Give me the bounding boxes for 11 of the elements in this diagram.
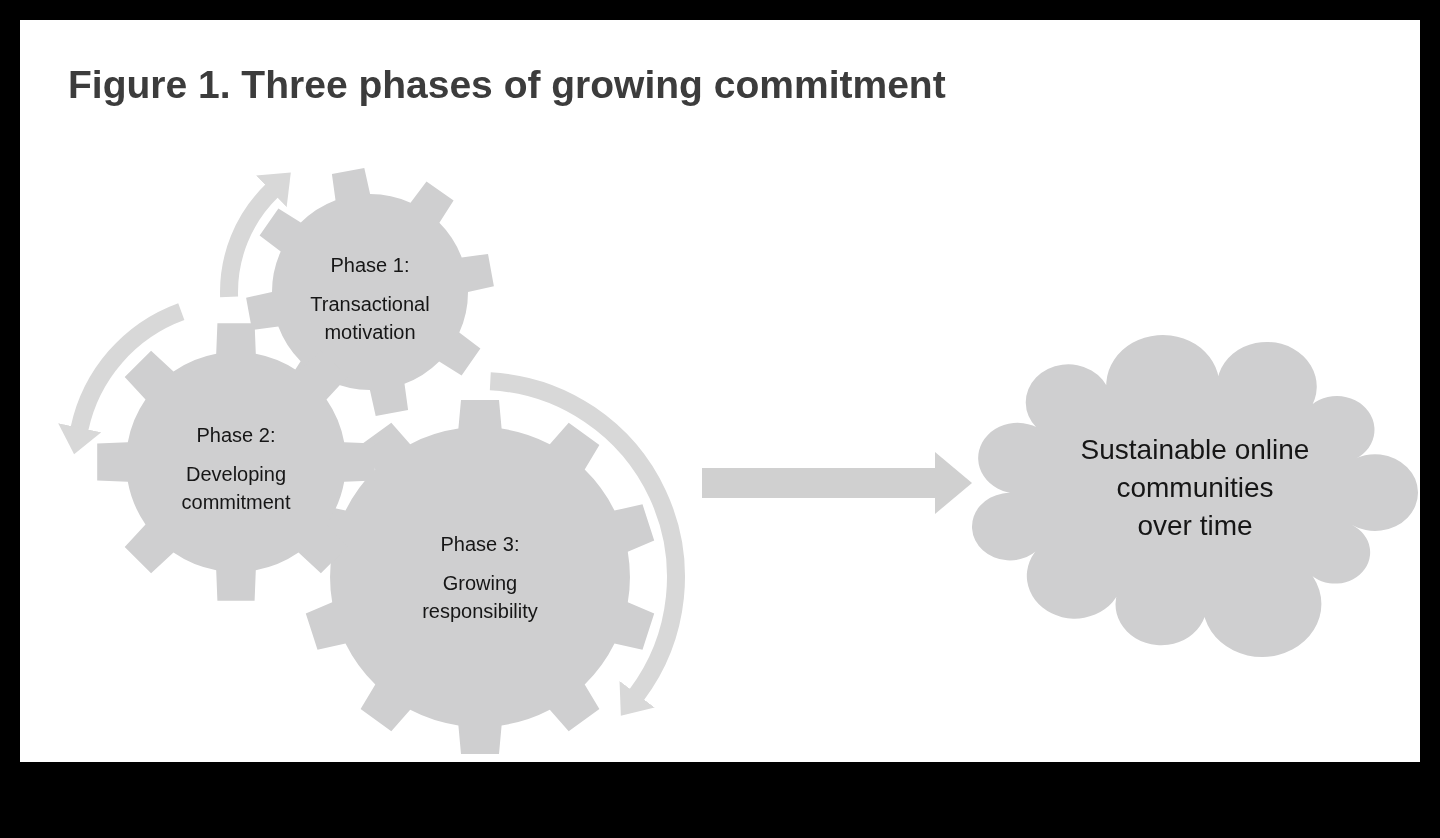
phase-title: Phase 2: [196,422,276,448]
gear [246,168,494,416]
phase-title: Phase 3: [440,531,520,557]
cloud-text: Sustainable online communities over time [1080,433,1310,543]
phase-title: Phase 1: [330,252,410,278]
figure-title: Figure 1. Three phases of growing commitment [68,62,946,107]
cloud [972,335,1418,657]
block-arrow [702,452,972,514]
phase-description: Developing commitment [181,461,291,515]
phase-description: Growing responsibility [421,570,539,624]
phase-description: Transactional motivation [309,291,431,345]
